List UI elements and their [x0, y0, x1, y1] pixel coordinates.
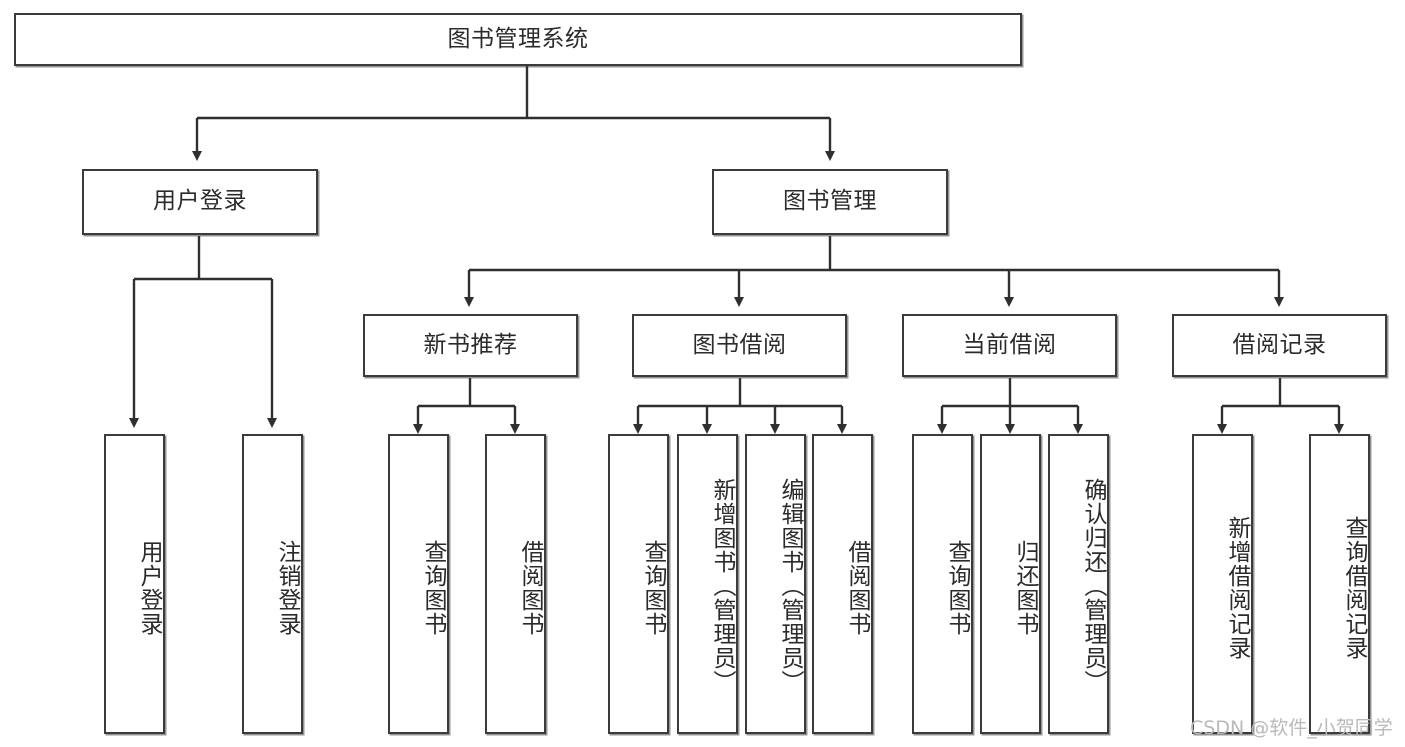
node-leaf-query-book-b[interactable]: 查询图书 [608, 434, 669, 734]
node-leaf-logout[interactable]: 注销登录 [242, 434, 303, 734]
node-leaf-borrow-book-b-label: 借阅图书 [844, 540, 870, 636]
node-book-manage-label: 图书管理 [783, 188, 877, 215]
node-leaf-return-book-label: 归还图书 [1012, 540, 1038, 636]
node-leaf-query-record-label: 查询借阅记录 [1341, 516, 1367, 660]
node-leaf-query-book-c[interactable]: 查询图书 [912, 434, 973, 734]
node-leaf-add-book-label: 新增图书（管理员） [709, 478, 735, 694]
node-leaf-borrow-book-b[interactable]: 借阅图书 [812, 434, 873, 734]
node-leaf-add-record-label: 新增借阅记录 [1224, 516, 1250, 660]
node-user-login[interactable]: 用户登录 [82, 169, 318, 235]
node-current-borrow-label: 当前借阅 [962, 331, 1057, 358]
node-leaf-add-book[interactable]: 新增图书（管理员） [677, 434, 738, 734]
node-leaf-query-book-a-label: 查询图书 [420, 540, 446, 636]
node-leaf-confirm-return[interactable]: 确认归还（管理员） [1048, 434, 1109, 734]
node-leaf-edit-book[interactable]: 编辑图书（管理员） [745, 434, 806, 734]
node-leaf-edit-book-label: 编辑图书（管理员） [777, 478, 803, 694]
node-user-login-label: 用户登录 [153, 188, 247, 215]
node-leaf-query-record[interactable]: 查询借阅记录 [1309, 434, 1370, 734]
node-leaf-query-book-c-label: 查询图书 [944, 540, 970, 636]
node-new-book-recommend-label: 新书推荐 [423, 331, 518, 358]
node-leaf-borrow-book-a-label: 借阅图书 [517, 540, 543, 636]
node-borrow-record-label: 借阅记录 [1232, 331, 1327, 358]
node-leaf-confirm-return-label: 确认归还（管理员） [1080, 478, 1106, 694]
node-book-borrow-label: 图书借阅 [692, 331, 787, 358]
watermark-text: CSDN @软件_小贺同学 [1190, 717, 1393, 739]
node-leaf-user-login[interactable]: 用户登录 [104, 434, 165, 734]
node-leaf-return-book[interactable]: 归还图书 [980, 434, 1041, 734]
node-leaf-logout-label: 注销登录 [274, 540, 300, 636]
node-leaf-query-book-a[interactable]: 查询图书 [388, 434, 449, 734]
node-root-label: 图书管理系统 [447, 25, 589, 52]
node-leaf-borrow-book-a[interactable]: 借阅图书 [485, 434, 546, 734]
node-new-book-recommend[interactable]: 新书推荐 [363, 314, 578, 377]
node-book-borrow[interactable]: 图书借阅 [632, 314, 847, 377]
node-book-manage[interactable]: 图书管理 [712, 169, 948, 235]
node-current-borrow[interactable]: 当前借阅 [902, 314, 1117, 377]
node-leaf-user-login-label: 用户登录 [136, 540, 162, 636]
node-borrow-record[interactable]: 借阅记录 [1172, 314, 1387, 377]
node-leaf-add-record[interactable]: 新增借阅记录 [1192, 434, 1253, 734]
node-root-system[interactable]: 图书管理系统 [14, 13, 1022, 66]
node-leaf-query-book-b-label: 查询图书 [640, 540, 666, 636]
